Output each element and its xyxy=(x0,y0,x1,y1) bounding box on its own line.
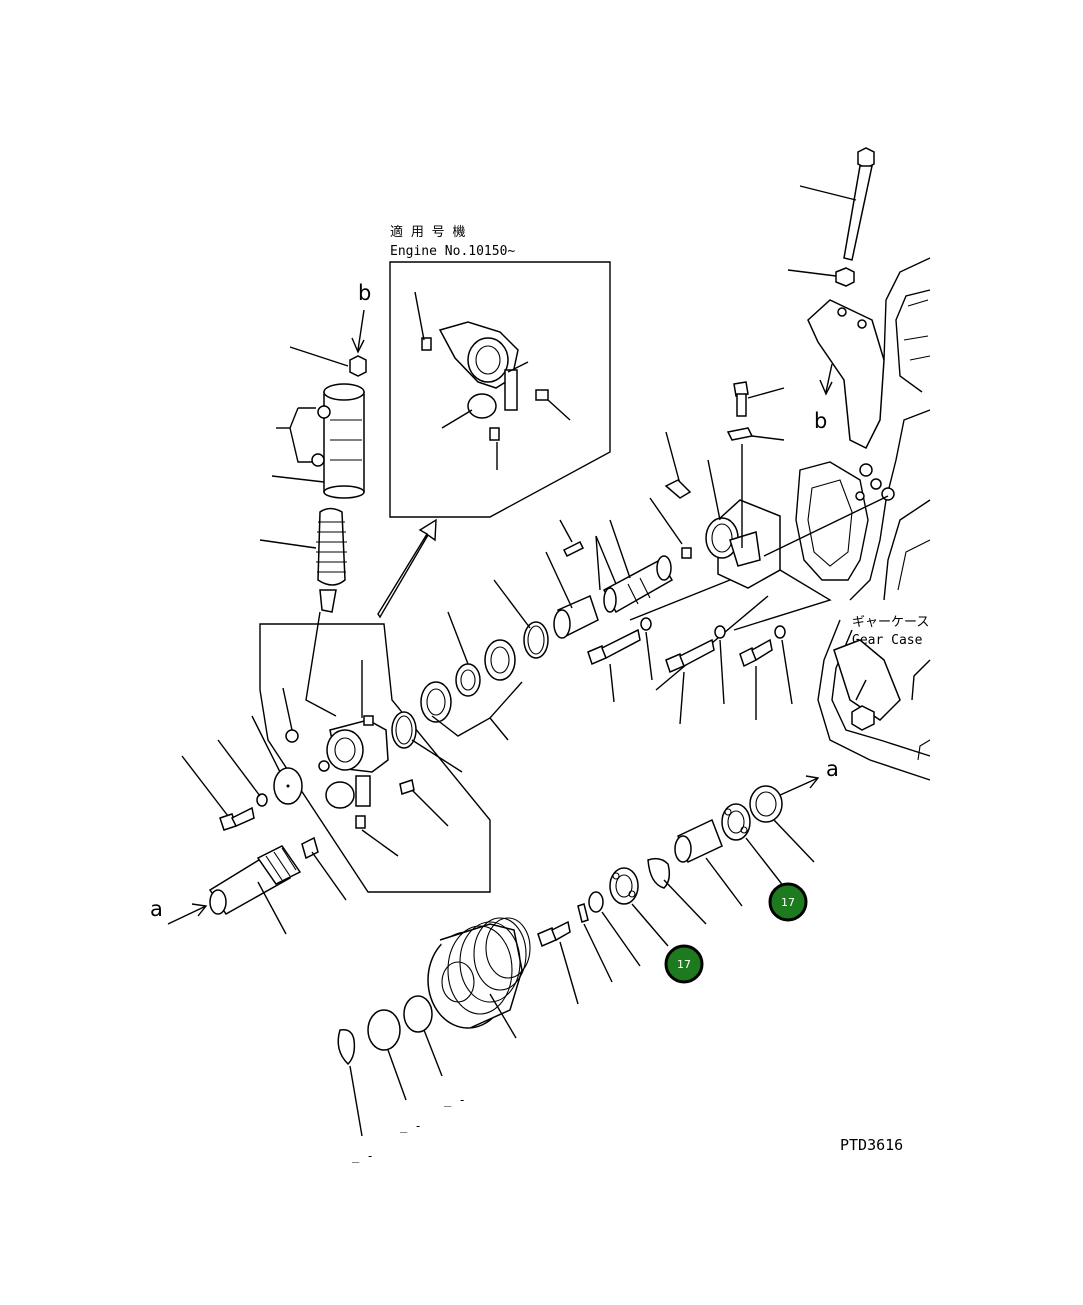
callout-badge-1[interactable]: 17 xyxy=(768,882,808,922)
letter-a-left: a xyxy=(150,897,163,921)
bolt-row xyxy=(587,617,793,725)
left-shaft-group: a xyxy=(150,715,347,935)
drawing-code: PTD3616 xyxy=(840,1136,903,1154)
inset-detail: 適 用 号 機 Engine No.10150~ xyxy=(389,224,611,518)
housing-block xyxy=(629,381,832,691)
inset-engine-label: Engine No.10150~ xyxy=(390,244,515,259)
callout-label-2: 17 xyxy=(677,958,691,971)
gear-case-jp-label: ギャーケース xyxy=(852,615,929,630)
lower-right-assembly: a xyxy=(337,757,839,1163)
gear-case-en-label: Gear Case xyxy=(852,633,923,648)
right-bracket-group: b xyxy=(787,147,885,450)
left-upper-assembly: b xyxy=(259,281,371,613)
letter-a-right: a xyxy=(826,757,839,781)
dash-mark-2: _ - xyxy=(400,1119,422,1133)
callout-label-1: 17 xyxy=(781,896,795,909)
lever-assembly xyxy=(282,611,449,857)
gear-case: ギャーケース Gear Case xyxy=(763,257,931,781)
central-bearing-row xyxy=(391,497,692,773)
callout-badge-2[interactable]: 17 xyxy=(664,944,704,984)
lever-group-outline xyxy=(259,623,491,893)
letter-b-top: b xyxy=(358,281,371,305)
inset-applicable-label: 適 用 号 機 xyxy=(390,224,465,240)
letter-b-right: b xyxy=(814,409,827,433)
dash-mark-1: _ - xyxy=(444,1093,466,1107)
inset-pointer-arrow xyxy=(377,518,437,619)
dash-mark-3: _ - xyxy=(352,1149,374,1163)
